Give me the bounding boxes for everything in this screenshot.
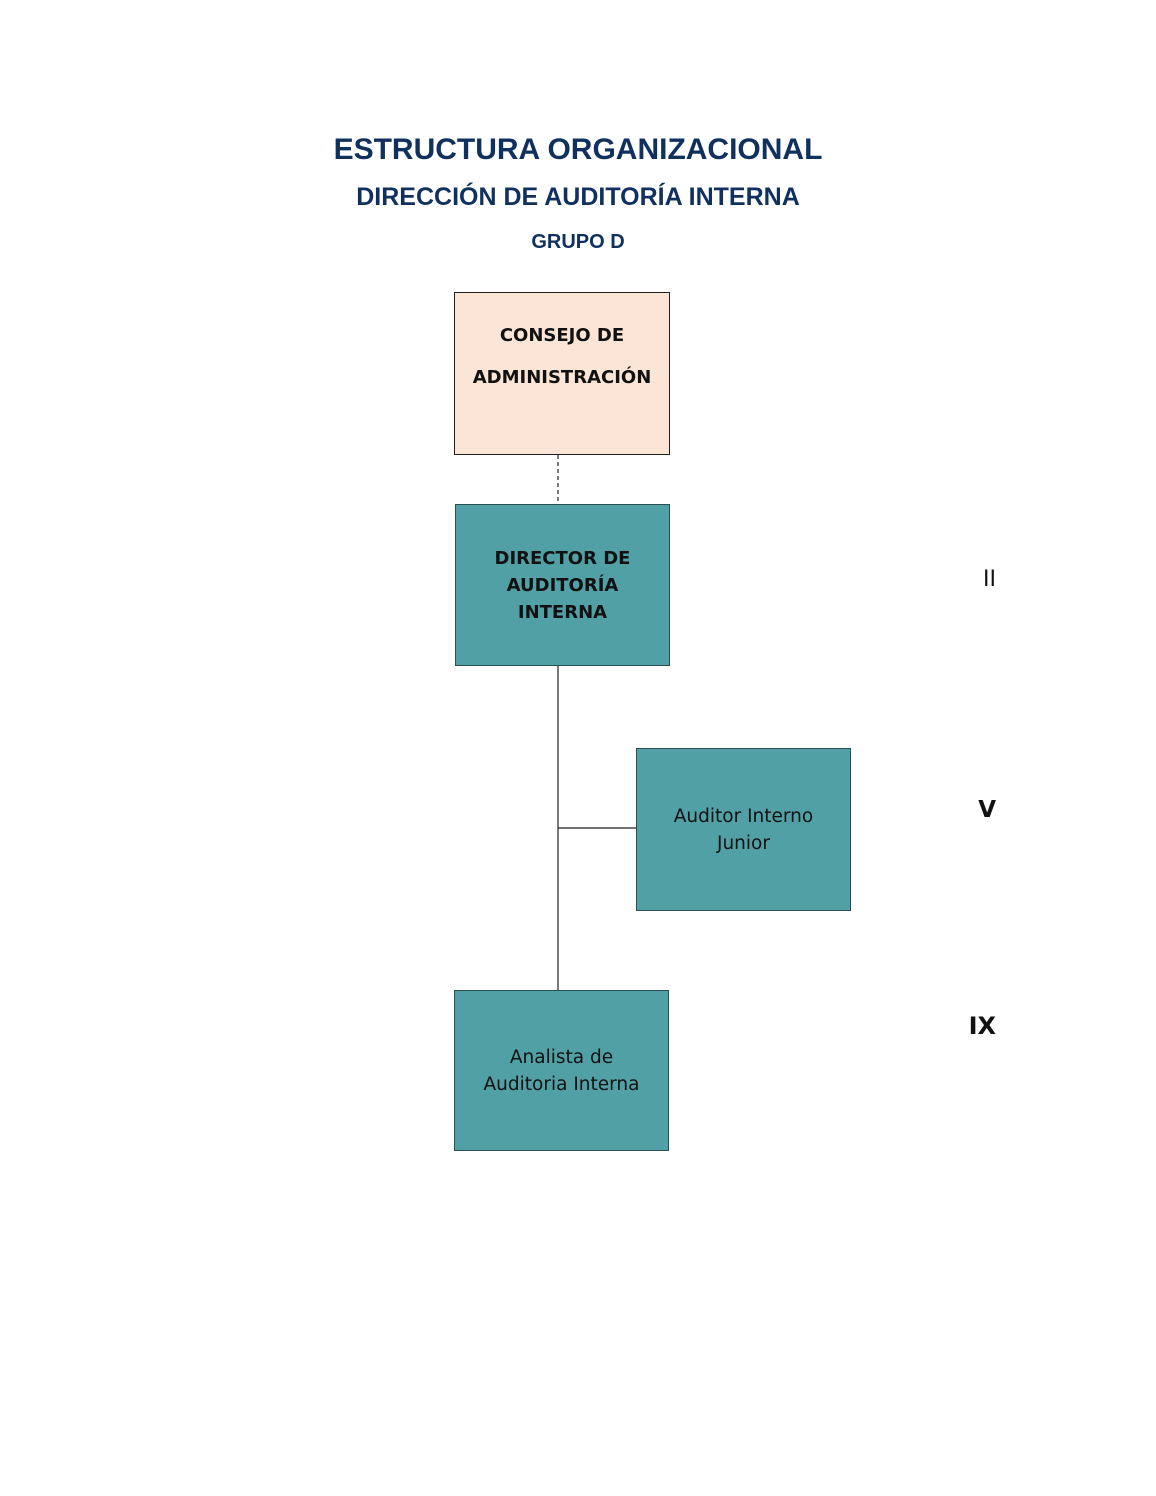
page-subtitle: DIRECCIÓN DE AUDITORÍA INTERNA <box>356 183 800 211</box>
node-director-auditoria: DIRECTOR DE AUDITORÍA INTERNA <box>455 504 670 666</box>
node-auditor-junior: Auditor Interno Junior <box>636 748 851 911</box>
level-label-junior: V <box>978 797 996 823</box>
node-label-line: INTERNA <box>517 601 608 623</box>
node-label-line: AUDITORÍA <box>506 574 619 596</box>
node-label-line: CONSEJO DE <box>499 325 625 346</box>
page-title: ESTRUCTURA ORGANIZACIONAL <box>333 133 823 166</box>
level-label-analyst: IX <box>968 1012 996 1040</box>
node-label-line: ADMINISTRACIÓN <box>472 367 652 388</box>
group-label: GRUPO D <box>531 231 625 253</box>
level-label-director: II <box>983 567 996 592</box>
node-label-line: Analista de <box>509 1046 614 1068</box>
node-label-line: Auditoria Interna <box>483 1073 640 1095</box>
node-label-line: Junior <box>717 832 770 854</box>
node-label-line: DIRECTOR DE <box>494 547 631 569</box>
node-consejo-administracion: CONSEJO DE ADMINISTRACIÓN <box>454 292 670 455</box>
node-label-line: Auditor Interno <box>673 805 814 827</box>
node-analista-auditoria: Analista de Auditoria Interna <box>454 990 669 1151</box>
